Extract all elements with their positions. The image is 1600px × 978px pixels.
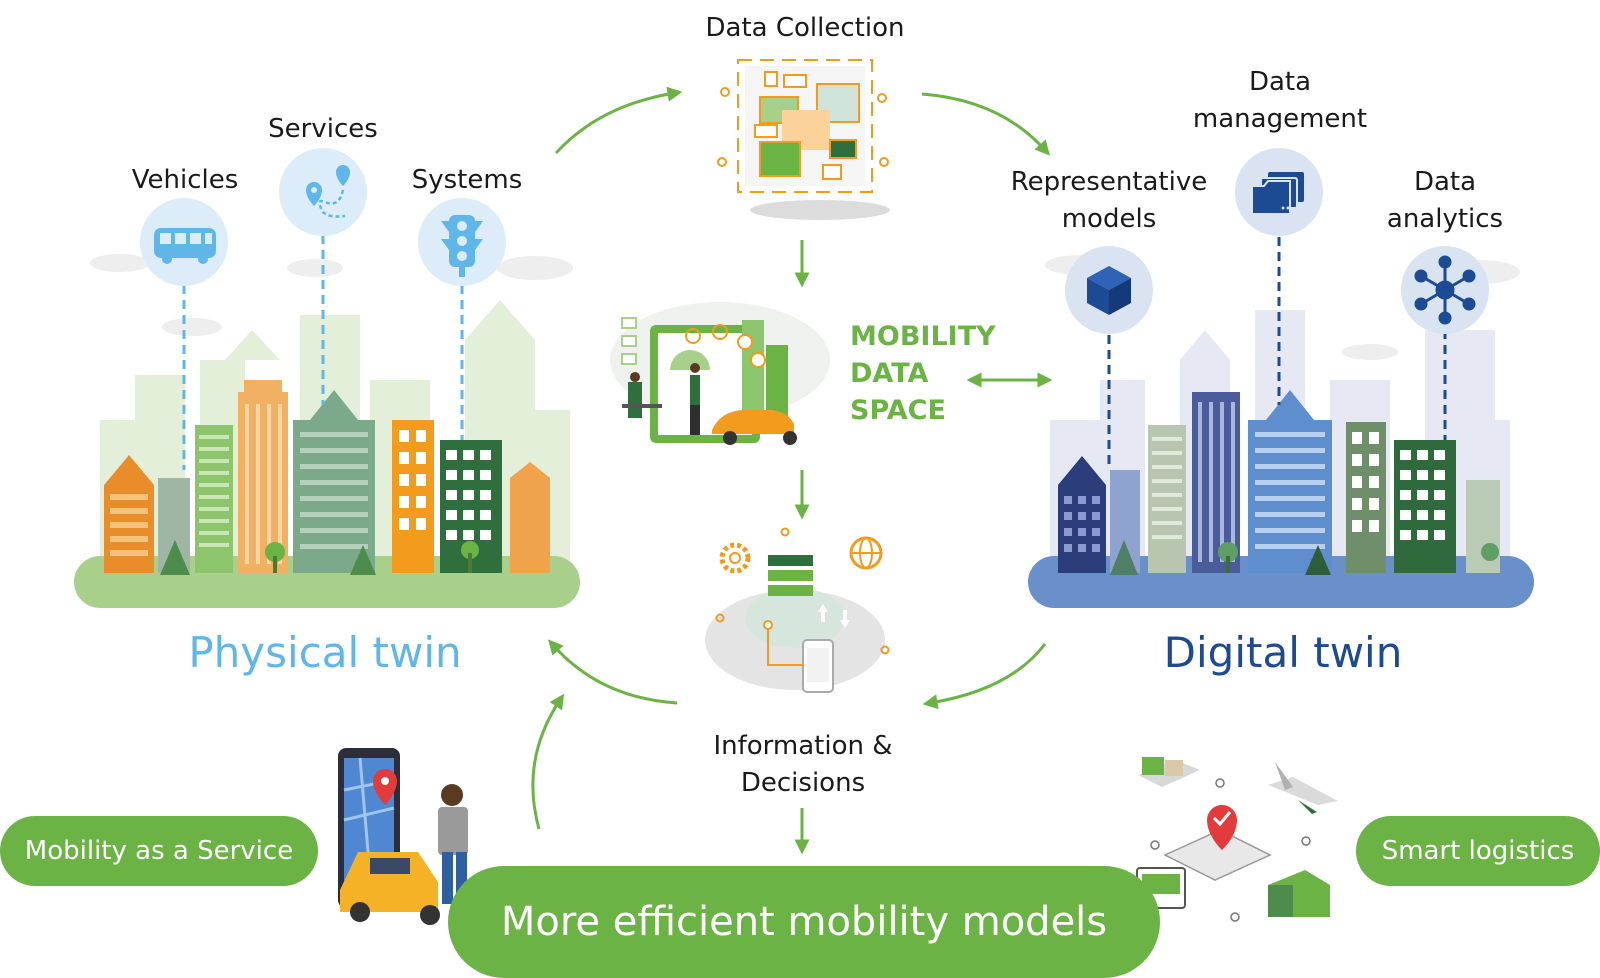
mobility-as-a-service-badge: Mobility as a Service: [0, 816, 318, 886]
maas-illustration: [338, 748, 468, 925]
traffic-light-icon: [441, 215, 483, 277]
folders-icon: [1251, 172, 1304, 215]
data-collection-label: Data Collection: [705, 13, 905, 43]
cycle-arrows: [531, 86, 1051, 855]
route-pin-icon: [306, 165, 350, 218]
data-analytics-label: Data analytics: [1386, 167, 1504, 234]
systems-label: Systems: [411, 165, 523, 195]
network-hub-icon: [1414, 255, 1476, 325]
physical-twin-title: Physical twin: [188, 628, 462, 677]
vehicles-label: Vehicles: [131, 165, 239, 195]
information-decisions-label: Information & Decisions: [713, 731, 893, 798]
bus-icon: [154, 228, 216, 264]
cube-icon: [1087, 266, 1131, 315]
mobility-data-space-label: MOBILITY DATA SPACE: [850, 321, 996, 426]
data-management-label: Data management: [1192, 67, 1368, 134]
representative-models-label: Representative models: [1010, 167, 1208, 234]
data-collection-illustration: [717, 59, 890, 220]
digital-city-illustration: [1028, 148, 1534, 608]
efficient-mobility-models-banner: More efficient mobility models: [448, 866, 1160, 978]
digital-twin-title: Digital twin: [1163, 628, 1403, 677]
physical-city-illustration: [74, 148, 580, 608]
smart-logistics-badge: Smart logistics: [1356, 816, 1600, 886]
logistics-illustration: [1136, 757, 1338, 922]
mobility-data-space-illustration: [610, 302, 830, 445]
services-label: Services: [268, 114, 378, 144]
information-decisions-illustration: [705, 527, 890, 693]
